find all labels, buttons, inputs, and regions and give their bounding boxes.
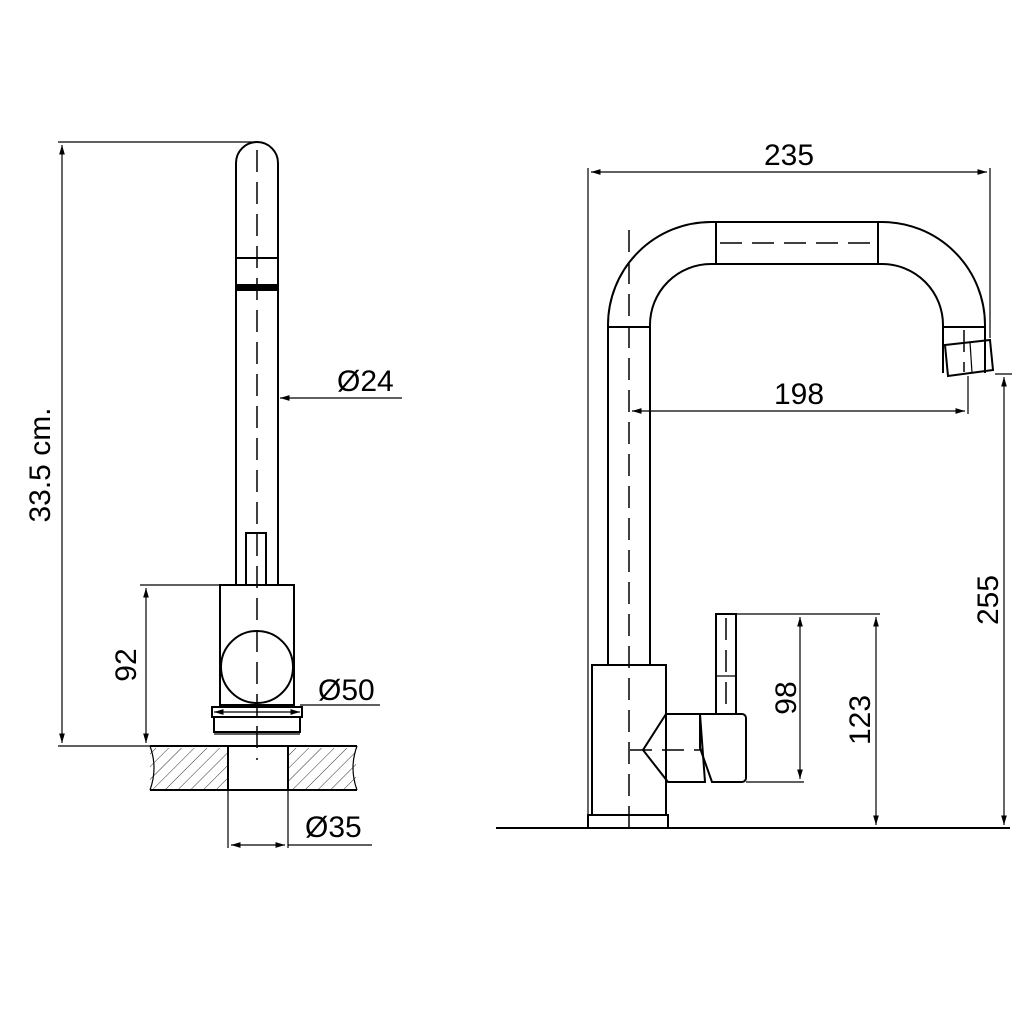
front-aerator: [943, 338, 995, 378]
dim-overall-height: 33.5 cm.: [24, 407, 57, 522]
dim-body-diameter: Ø50: [318, 674, 375, 707]
side-view: 33.5 cm. Ø24 92 Ø50 Ø35: [24, 141, 402, 848]
dim-spout-diameter: Ø24: [337, 365, 394, 398]
front-cartridge-housing: [641, 713, 707, 783]
dim-front-body-height: 123: [844, 695, 877, 745]
front-view: 235 198 255 98 123: [496, 139, 1012, 830]
dim-spout-reach: 198: [774, 378, 824, 411]
countertop-right: [288, 748, 356, 790]
dim-total-width: 235: [764, 139, 814, 172]
dim-hole-diameter: Ø35: [305, 811, 362, 844]
front-spout-tube: [607, 221, 986, 665]
dim-spout-height: 255: [972, 575, 1005, 625]
front-base-ring: [587, 814, 669, 829]
dim-body-height: 92: [110, 648, 143, 681]
countertop-left: [150, 748, 228, 790]
dim-handle-height: 98: [770, 681, 803, 714]
